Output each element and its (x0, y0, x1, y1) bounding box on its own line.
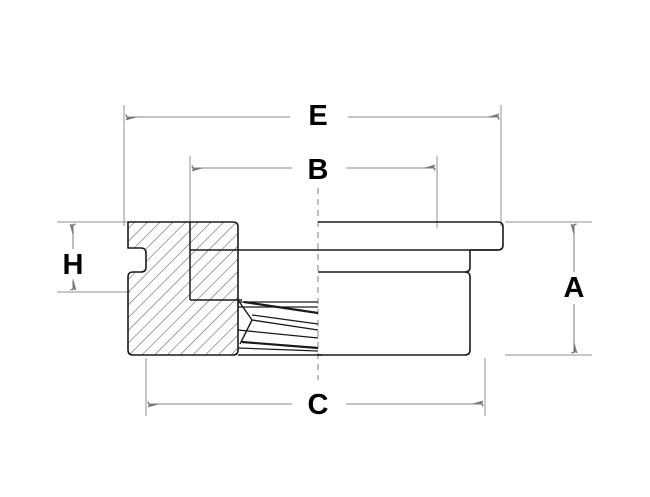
thread-flank-3 (241, 340, 319, 350)
right-half-outline-group (318, 221, 504, 356)
section-wall-outline (127, 221, 239, 356)
section-hatch-fill (128, 222, 238, 355)
thread-root-2 (251, 319, 319, 331)
thread-flank-1 (243, 300, 319, 315)
dim-label-e: E (308, 100, 327, 132)
thread-chamfer-lower (239, 319, 253, 345)
dim-label-h: H (63, 249, 84, 281)
extension-lines-group (57, 105, 592, 416)
dim-label-b: B (308, 154, 329, 186)
thread-root-3 (237, 347, 319, 352)
thread-profile-group (237, 299, 319, 352)
flange-outline-right (318, 221, 504, 251)
dimension-lines-group (73, 117, 574, 404)
thread-crest-2 (251, 314, 319, 325)
dim-label-c: C (308, 389, 329, 421)
thread-crest-3 (237, 329, 319, 339)
dim-label-a: A (564, 272, 585, 304)
thread-chamfer-upper (237, 299, 253, 321)
body-outline-right (318, 271, 471, 356)
